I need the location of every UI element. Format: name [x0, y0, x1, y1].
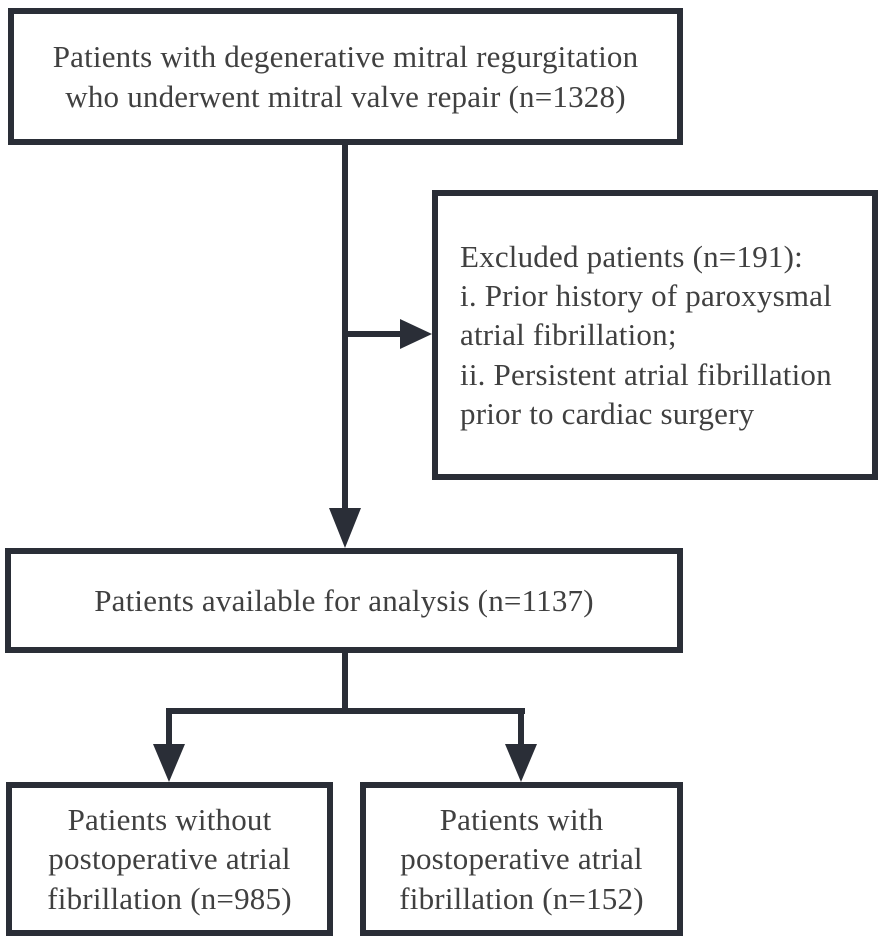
- connector-analysis-stem: [342, 653, 348, 711]
- connector-initial-to-analysis: [342, 145, 348, 508]
- connector-drop-right: [518, 708, 524, 746]
- box-available-analysis: Patients available for analysis (n=1137): [5, 548, 683, 653]
- box-excluded-patients-text: Excluded patients (n=191): i. Prior hist…: [460, 238, 832, 432]
- box-without-poaf: Patients without postoperative atrial fi…: [6, 782, 333, 936]
- box-without-poaf-text: Patients without postoperative atrial fi…: [47, 801, 292, 916]
- down-arrow-left-icon: [153, 744, 185, 782]
- box-excluded-patients: Excluded patients (n=191): i. Prior hist…: [432, 190, 878, 480]
- connector-branch-to-excluded: [345, 331, 402, 337]
- box-initial-cohort: Patients with degenerative mitral regurg…: [8, 8, 683, 145]
- right-arrow-icon: [400, 319, 432, 349]
- box-initial-cohort-text: Patients with degenerative mitral regurg…: [52, 39, 639, 114]
- down-arrow-right-icon: [505, 744, 537, 782]
- down-arrow-icon: [329, 508, 361, 548]
- box-with-poaf-text: Patients with postoperative atrial fibri…: [399, 801, 644, 916]
- box-with-poaf: Patients with postoperative atrial fibri…: [360, 782, 683, 936]
- connector-drop-left: [166, 708, 172, 746]
- box-available-analysis-text: Patients available for analysis (n=1137): [94, 582, 594, 618]
- connector-split-bar: [166, 708, 525, 714]
